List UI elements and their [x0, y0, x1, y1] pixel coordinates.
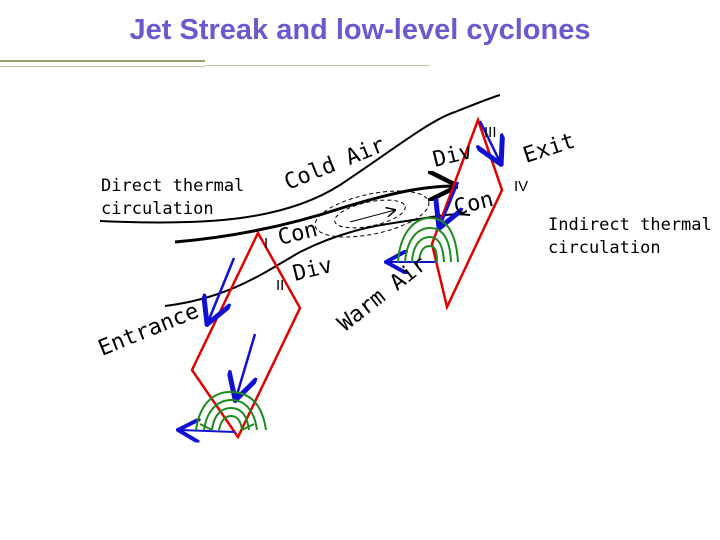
- title-underline: [0, 60, 205, 62]
- exit-cyclone: [397, 216, 459, 263]
- jet-core-streamline: [174, 186, 455, 244]
- title-underline-thin-left: [0, 66, 205, 67]
- div-left-label: Div: [290, 253, 335, 287]
- indirect-thermal-label-line1: Indirect thermal: [548, 215, 712, 235]
- jet-upper-streamline: [99, 94, 501, 224]
- div-right-label: Div: [430, 139, 475, 173]
- quadrant-iii-label: III: [484, 124, 497, 141]
- warm-air-label: Warm Air: [333, 252, 432, 337]
- exit-arrow-top: [480, 120, 500, 162]
- jet-max-isotach-inner: [334, 199, 406, 229]
- indirect-thermal-label-line2: circulation: [548, 238, 661, 258]
- entrance-arrow-left: [208, 257, 236, 322]
- exit-label: Exit: [520, 129, 578, 169]
- entrance-cyclone: [195, 390, 267, 431]
- jet-core-arrow: [349, 210, 395, 223]
- entrance-arrow-right: [236, 333, 255, 398]
- entrance-surface-arrow: [180, 430, 236, 432]
- entrance-label: Entrance: [95, 299, 203, 362]
- direct-thermal-label-line1: Direct thermal: [101, 176, 244, 196]
- quadrant-ii-label: II: [276, 277, 284, 294]
- title-underline-thin: [205, 65, 430, 66]
- quadrant-i-label: I: [264, 235, 268, 252]
- exit-arrow-left: [440, 181, 458, 226]
- direct-thermal-label-line2: circulation: [101, 199, 214, 219]
- page-title: Jet Streak and low-level cyclones: [129, 14, 591, 46]
- quadrant-iv-label: IV: [514, 178, 528, 195]
- jet-max-isotach-outer: [314, 190, 430, 238]
